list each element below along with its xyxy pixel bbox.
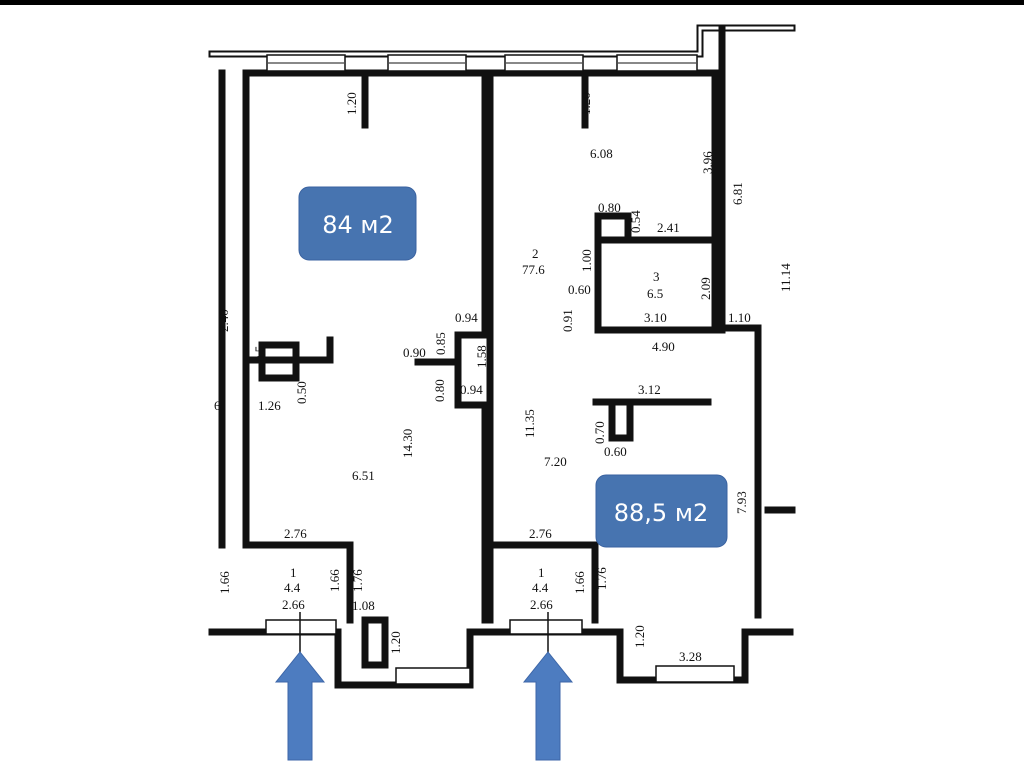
dim-label: 6.51 — [352, 468, 375, 483]
room-area: 4.4 — [284, 580, 301, 595]
dim-label: 0.70 — [592, 421, 607, 444]
dim-label: 0.60 — [604, 444, 627, 459]
room-number: 1 — [538, 565, 545, 580]
dim-label: 0.91 — [560, 309, 575, 332]
dim-label: 14.30 — [400, 429, 415, 458]
dim-label: 0.5 — [252, 346, 267, 362]
dim-label: 0.60 — [568, 282, 591, 297]
area-label-right: 88,5 м2 — [614, 499, 708, 527]
dim-label: 6.08 — [590, 146, 613, 161]
entrance-arrow-left-icon — [274, 651, 326, 761]
dim-label: 1.66 — [327, 569, 342, 592]
dim-label: 2.09 — [698, 277, 713, 300]
dim-label: 0.50 — [294, 381, 309, 404]
dim-label: 1.20 — [388, 631, 403, 654]
dim-label: 11.14 — [778, 263, 793, 292]
room-number: 3 — [653, 269, 660, 284]
windows — [265, 54, 735, 685]
dim-label: 3.12 — [638, 382, 661, 397]
room-area: 6.5 — [647, 286, 663, 301]
dim-label: 0.94 — [460, 382, 483, 397]
dim-label: 1.20 — [344, 92, 359, 115]
entrance-arrow-right-icon — [522, 651, 574, 761]
room-number: 2 — [532, 246, 539, 261]
top-black-bar — [0, 0, 1024, 5]
dim-label: 1.00 — [579, 249, 594, 272]
dim-label: 2.76 — [284, 526, 307, 541]
dim-label: 7.20 — [544, 454, 567, 469]
dim-label: 1.26 — [258, 398, 281, 413]
dim-label: 1.76 — [594, 567, 609, 590]
dim-label: 1.10 — [728, 310, 751, 325]
dim-label: 0.94 — [455, 310, 478, 325]
dim-label: 2.40 — [216, 309, 231, 332]
dim-label: 0.80 — [432, 379, 447, 402]
room-area: 77.6 — [522, 262, 545, 277]
dim-label: 6.81 — [730, 182, 745, 205]
dim-label: 11.35 — [522, 409, 537, 438]
dim-label: 0.90 — [403, 345, 426, 360]
dim-label: 2.41 — [657, 220, 680, 235]
dim-label: 0.80 — [598, 200, 621, 215]
dim-label: 1.66 — [572, 571, 587, 594]
area-badge-left: 84 м2 — [298, 186, 417, 261]
area-badge-right: 88,5 м2 — [595, 474, 728, 548]
dim-label: 6 — [214, 398, 221, 413]
dim-label: 1.20 — [578, 92, 593, 115]
area-label-left: 84 м2 — [322, 211, 394, 239]
room-number: 1 — [290, 565, 297, 580]
room-area: 4.4 — [532, 580, 549, 595]
dim-label: 1.66 — [217, 571, 232, 594]
dim-label: 3.10 — [644, 310, 667, 325]
dim-label: 1.20 — [632, 625, 647, 648]
dim-label: 1.58 — [474, 345, 489, 368]
dim-label: 4.90 — [652, 339, 675, 354]
dimension-labels: 1.20 1.20 6.08 3.96 6.81 0.80 0.54 2.41 … — [214, 92, 793, 664]
dim-label: 2.66 — [282, 597, 305, 612]
dim-label: 0.85 — [433, 332, 448, 355]
dim-label: 2.76 — [529, 526, 552, 541]
dim-label: 3.28 — [679, 649, 702, 664]
dim-label: 7.93 — [734, 491, 749, 514]
dim-label: 1.76 — [350, 569, 365, 592]
dim-label: 3.96 — [700, 151, 715, 174]
dim-label: 1.08 — [352, 598, 375, 613]
dim-label: 0.54 — [628, 210, 643, 233]
dim-label: 2.66 — [530, 597, 553, 612]
